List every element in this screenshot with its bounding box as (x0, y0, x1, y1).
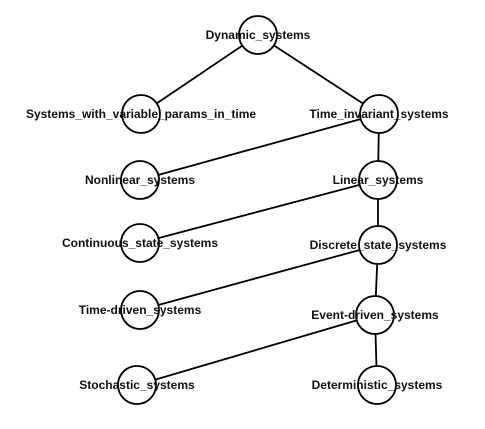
node-deterministic: Deterministic_systems (312, 365, 443, 405)
node-circle (358, 225, 398, 265)
node-nonlinear: Nonlinear_systems (85, 160, 195, 200)
node-dynamic: Dynamic_systems (206, 15, 311, 55)
node-label: Event-driven_systems (311, 308, 439, 322)
node-label: Nonlinear_systems (85, 173, 195, 187)
node-circle (121, 94, 161, 134)
node-circle (120, 160, 160, 200)
node-label: Linear_systems (333, 173, 424, 187)
node-circle (358, 160, 398, 200)
node-label: Dynamic_systems (206, 28, 311, 42)
edge-linear-continuous (139, 179, 379, 244)
node-discrete: Discrete_state_systems (310, 225, 447, 265)
node-circle (238, 15, 278, 55)
node-label: Systems_with_variable_params_in_time (26, 107, 256, 121)
edge-dynamic-variable (140, 34, 259, 115)
node-continuous: Continuous_state_systems (62, 223, 218, 263)
node-circle (120, 290, 160, 330)
node-linear: Linear_systems (333, 160, 424, 200)
node-circle (359, 94, 399, 134)
node-label: Time_invariant_systems (309, 107, 449, 121)
edge-event_driven-stochastic (136, 314, 376, 386)
node-circle (355, 295, 395, 335)
node-circle (357, 365, 397, 405)
node-label: Deterministic_systems (312, 378, 443, 392)
edge-dynamic-time_invariant (257, 34, 380, 115)
node-label: Time-driven_systems (79, 303, 202, 317)
node-label: Continuous_state_systems (62, 236, 218, 250)
node-event_driven: Event-driven_systems (311, 295, 439, 335)
node-stochastic: Stochastic_systems (79, 365, 195, 405)
edge-time_invariant-nonlinear (139, 113, 380, 181)
node-label: Discrete_state_systems (310, 238, 447, 252)
node-label: Stochastic_systems (79, 378, 195, 392)
edges-layer (136, 34, 380, 386)
node-variable: Systems_with_variable_params_in_time (26, 94, 256, 134)
node-circle (120, 223, 160, 263)
node-time_invariant: Time_invariant_systems (309, 94, 449, 134)
nodes-layer: Dynamic_systemsSystems_with_variable_par… (26, 15, 449, 405)
edge-discrete-time_driven (139, 244, 379, 311)
node-circle (117, 365, 157, 405)
node-time_driven: Time-driven_systems (79, 290, 202, 330)
